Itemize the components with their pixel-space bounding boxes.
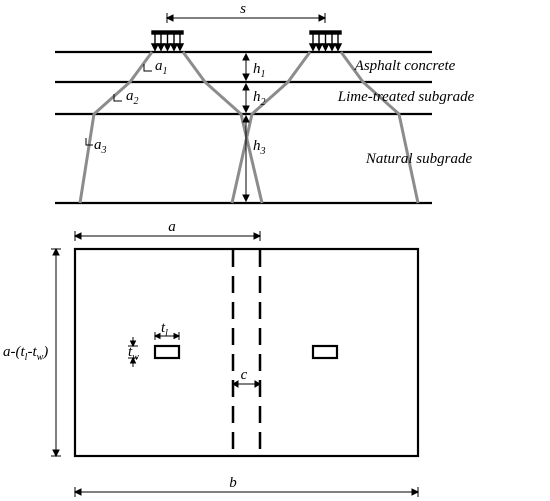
angle-label-a2: a2 xyxy=(126,88,139,107)
dimension-tl-label: tl xyxy=(161,320,168,339)
load2-left-spread xyxy=(230,51,312,204)
angle-marker-a2 xyxy=(113,94,122,102)
slab-outline xyxy=(73,247,420,458)
wheel-load-left xyxy=(150,30,185,52)
layer-boundaries xyxy=(55,50,432,205)
dimension-left-label: a-(tl-tw) xyxy=(3,344,48,363)
angle-label-a3: a3 xyxy=(94,137,107,156)
dimension-a xyxy=(73,231,262,241)
load2-right-spread xyxy=(339,51,420,204)
load-footprint-left xyxy=(153,344,181,360)
layer-label-asphalt: Asphalt concrete xyxy=(354,58,456,74)
dimension-s-label: s xyxy=(240,1,246,17)
layer-label-natural: Natural subgrade xyxy=(365,151,473,167)
layer-label-lime: Lime-treated subgrade xyxy=(337,89,475,105)
dimension-tw-label: tw xyxy=(128,344,139,363)
load-footprint-right xyxy=(311,344,339,360)
dimension-left xyxy=(51,247,61,458)
dimension-s xyxy=(165,13,327,23)
angle-marker-a1 xyxy=(143,64,152,72)
dimension-tw xyxy=(128,337,138,367)
joint-lines xyxy=(231,250,262,455)
load1-left-spread xyxy=(78,51,154,204)
dimension-b xyxy=(73,487,420,497)
height-label-h3: h3 xyxy=(253,138,266,157)
height-dimensions xyxy=(242,52,250,203)
dimension-c-label: c xyxy=(241,367,248,383)
height-label-h1: h1 xyxy=(253,61,266,80)
dimension-tl xyxy=(153,332,181,340)
dimension-b-label: b xyxy=(229,475,237,491)
dimension-c xyxy=(232,380,261,388)
plan-view: a c tl xyxy=(3,219,420,497)
load1-right-spread xyxy=(181,51,264,204)
angle-marker-a3 xyxy=(85,138,93,146)
load-spread-lines xyxy=(78,51,420,204)
angle-label-a1: a1 xyxy=(155,58,168,77)
cross-section: s xyxy=(55,1,475,205)
height-label-h2: h2 xyxy=(253,89,266,108)
dimension-a-label: a xyxy=(168,219,176,235)
wheel-load-right xyxy=(308,30,343,52)
